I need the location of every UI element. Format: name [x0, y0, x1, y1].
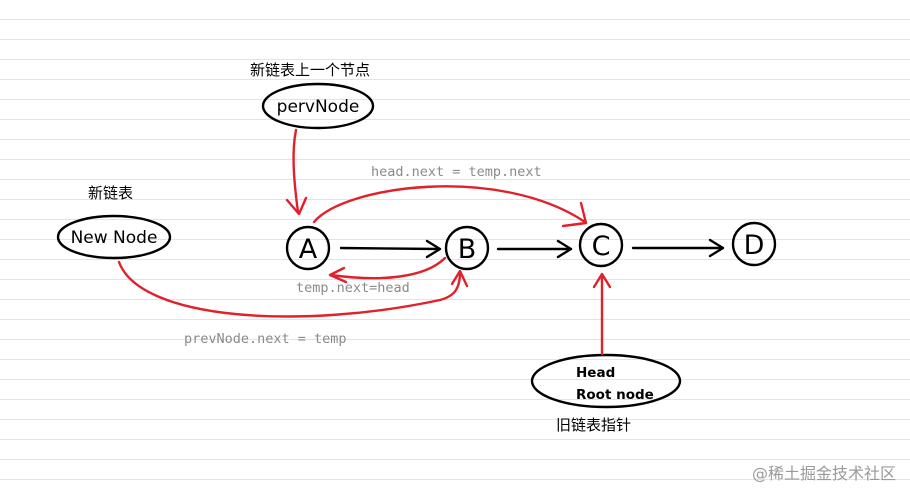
node-a-circle	[285, 225, 331, 271]
code-head-next: head.next = temp.next	[371, 164, 542, 180]
head-ellipse	[530, 353, 682, 409]
red-arrow-b-to-a	[328, 256, 447, 284]
code-temp-next: temp.next=head	[296, 280, 410, 296]
node-c-circle	[578, 222, 624, 268]
arrow-c-to-d	[631, 238, 725, 258]
code-prev-next: prevNode.next = temp	[184, 331, 347, 347]
root-node-label: Root node	[576, 387, 654, 403]
new-list-caption: 新链表	[88, 184, 133, 202]
red-arrow-prev-to-a	[285, 128, 308, 216]
red-arrow-new-to-b	[117, 260, 469, 318]
node-b-circle	[444, 225, 490, 271]
arrow-b-to-c	[496, 239, 573, 259]
prev-node-caption: 新链表上一个节点	[250, 61, 370, 79]
arrow-a-to-b	[339, 239, 442, 259]
node-d-label: D	[744, 230, 765, 261]
node-c-label: C	[592, 231, 611, 262]
old-list-caption: 旧链表指针	[556, 416, 631, 434]
red-arrow-a-to-c	[312, 185, 588, 228]
prev-node-ellipse	[261, 82, 375, 130]
node-d-circle	[731, 221, 777, 267]
node-b-label: B	[458, 234, 477, 265]
node-a-label: A	[299, 234, 318, 265]
red-arrow-head-to-c	[592, 272, 612, 356]
new-node-label: New Node	[71, 228, 158, 248]
head-label: Head	[576, 365, 615, 381]
prev-node-label: pervNode	[277, 97, 360, 117]
watermark: @稀土掘金技术社区	[751, 464, 896, 483]
new-node-ellipse	[56, 214, 172, 260]
